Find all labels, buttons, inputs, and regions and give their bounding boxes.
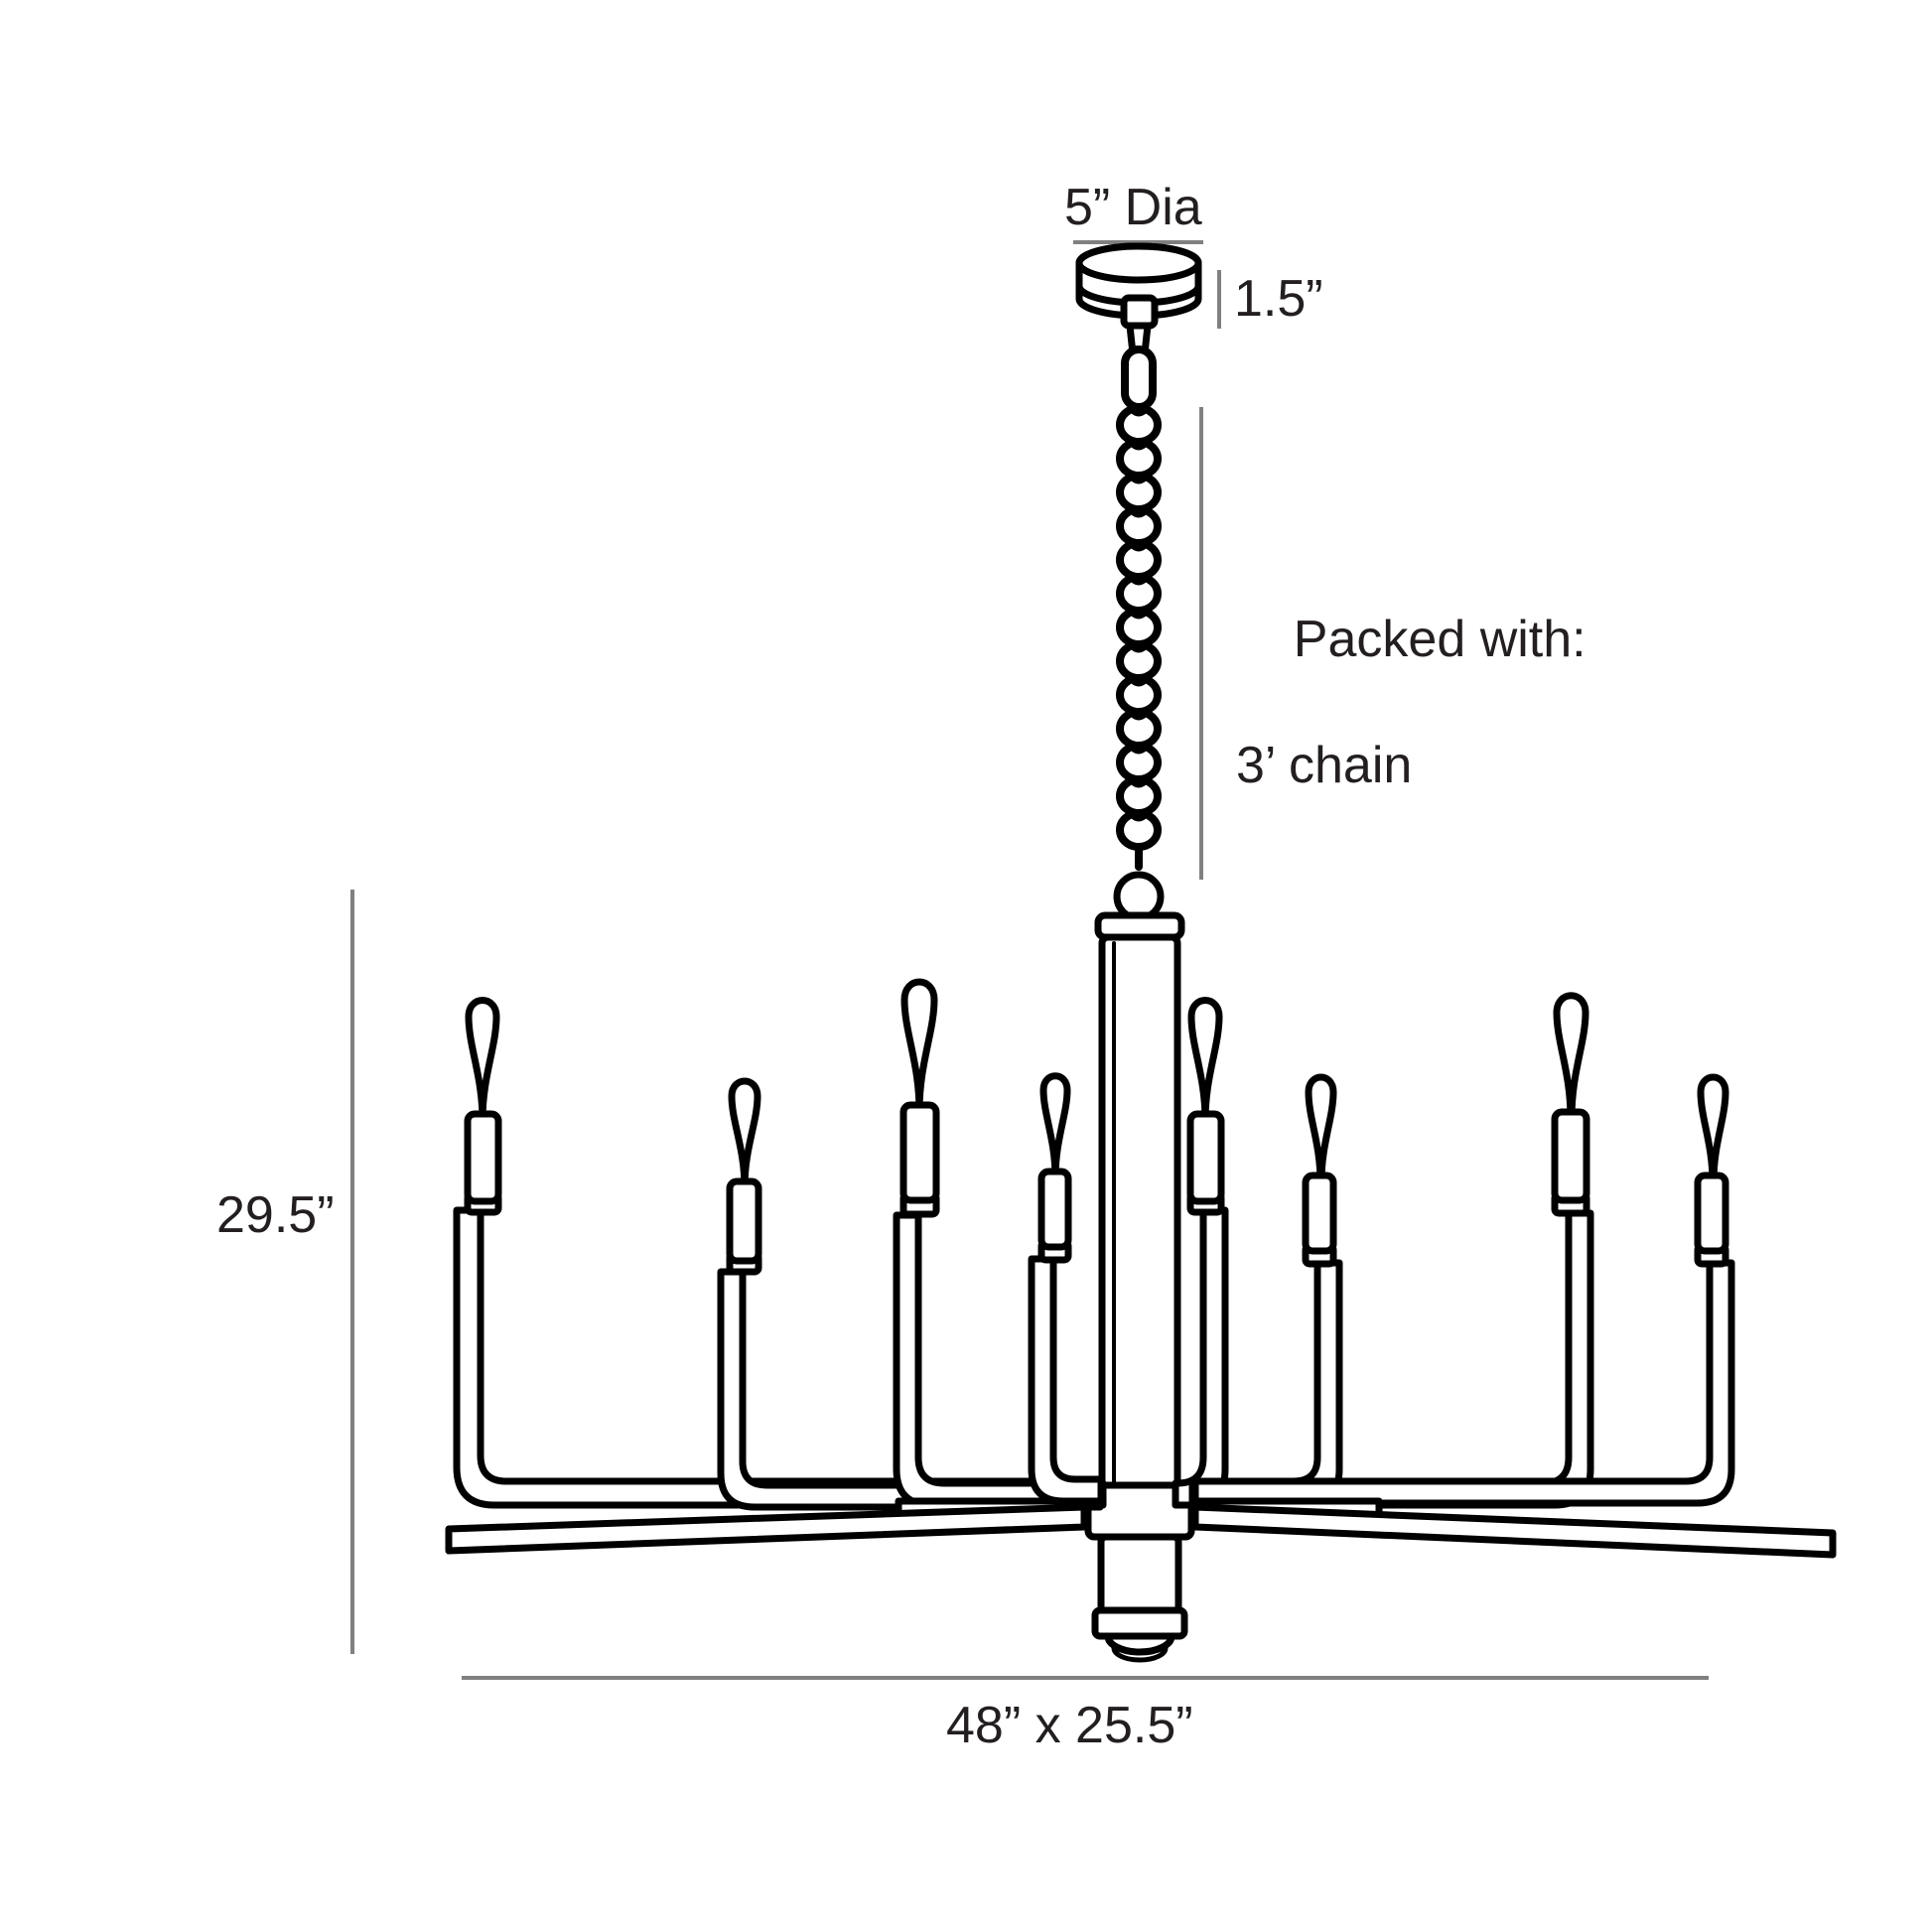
packed-with-note: Packed with: 3’ chain bbox=[1236, 546, 1587, 924]
arm-left-4 bbox=[1028, 1255, 1105, 1505]
candle-left-3 bbox=[899, 978, 940, 1218]
overall-width-label: 48” x 25.5” bbox=[946, 1697, 1193, 1754]
canopy-stem bbox=[1120, 294, 1159, 357]
product-linework bbox=[445, 242, 1837, 1663]
overall-height-label: 29.5” bbox=[216, 1186, 335, 1244]
arm-right-8 bbox=[1191, 1259, 1735, 1507]
hanging-chain bbox=[1116, 345, 1162, 871]
arm-right-5 bbox=[1172, 1206, 1229, 1509]
perspective-arms bbox=[445, 1497, 1837, 1559]
column-top-loop bbox=[1113, 871, 1165, 922]
candle-right-7 bbox=[1551, 992, 1590, 1217]
canopy-diameter-label: 5” Dia bbox=[1064, 179, 1202, 236]
arm-left-3 bbox=[893, 1211, 1107, 1509]
center-column bbox=[1094, 911, 1185, 1523]
candle-right-6 bbox=[1302, 1073, 1337, 1268]
bottom-finial bbox=[1091, 1533, 1188, 1663]
arm-right-7 bbox=[1191, 1209, 1594, 1509]
candle-left-4 bbox=[1037, 1072, 1072, 1264]
packed-with-line-2: 3’ chain bbox=[1236, 737, 1413, 795]
candle-left-1 bbox=[464, 997, 502, 1216]
canopy-height-label: 1.5” bbox=[1234, 270, 1323, 328]
candle-right-8 bbox=[1694, 1073, 1729, 1268]
packed-with-line-1: Packed with: bbox=[1293, 611, 1587, 669]
arm-left-1 bbox=[453, 1206, 1106, 1509]
dimension-lines bbox=[350, 240, 1709, 1680]
candle-left-2 bbox=[726, 1077, 762, 1276]
candle-right-5 bbox=[1186, 997, 1225, 1216]
